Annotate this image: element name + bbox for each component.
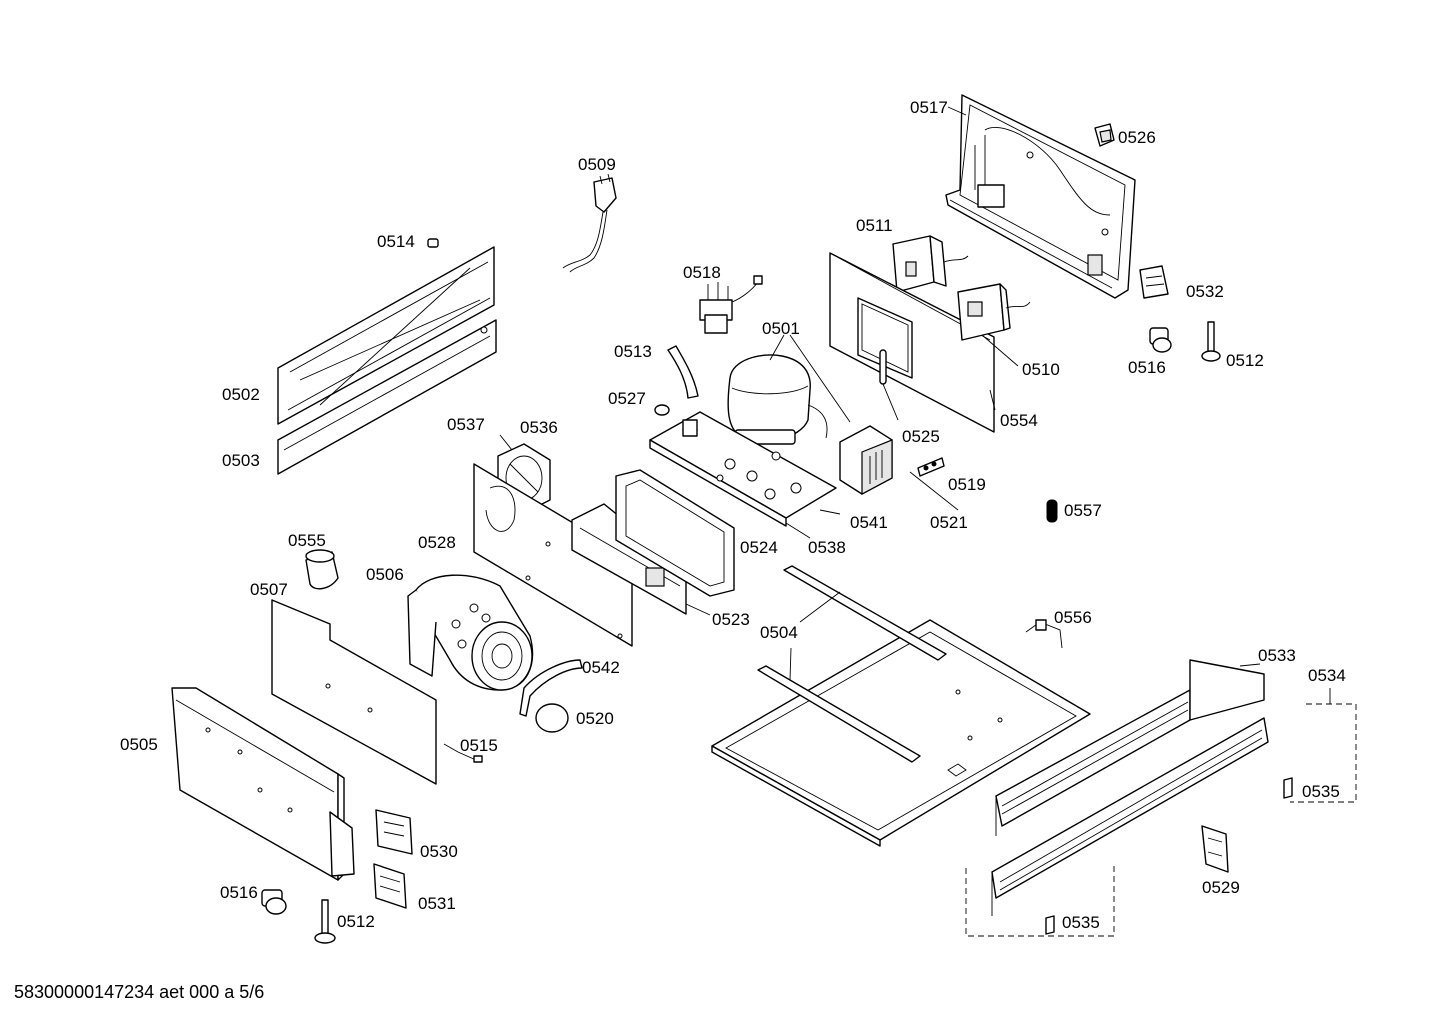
label-0514: 0514 <box>377 232 415 251</box>
label-0502: 0502 <box>222 385 260 404</box>
label-0557: 0557 <box>1064 501 1102 520</box>
part-0519-terminal <box>917 457 945 477</box>
part-0531-bracket <box>373 863 407 909</box>
label-0542: 0542 <box>582 658 620 677</box>
part-0507-panel <box>271 599 437 785</box>
label-0537: 0537 <box>447 415 485 434</box>
label-0517: 0517 <box>910 98 948 117</box>
part-0514-cap <box>427 238 439 248</box>
part-0530-bracket <box>375 809 413 855</box>
label-0519: 0519 <box>948 475 986 494</box>
label-0525: 0525 <box>902 427 940 446</box>
label-0536: 0536 <box>520 418 558 437</box>
label-0510: 0510 <box>1022 360 1060 379</box>
part-0503-strip <box>277 319 497 475</box>
label-0523: 0523 <box>712 610 750 629</box>
label-0555: 0555 <box>288 531 326 550</box>
label-0513: 0513 <box>614 342 652 361</box>
label-0531: 0531 <box>418 894 456 913</box>
part-0513-tube <box>667 345 699 399</box>
part-0512-screw-bottom <box>314 899 336 944</box>
label-0527: 0527 <box>608 389 646 408</box>
label-0528: 0528 <box>418 533 456 552</box>
part-0556-bracket <box>1025 619 1063 649</box>
part-0502-panel <box>277 246 495 425</box>
part-0527-grommet <box>654 404 670 416</box>
label-0504: 0504 <box>760 623 798 642</box>
part-0525-sensor <box>879 349 899 421</box>
label-0524: 0524 <box>740 538 778 557</box>
label-0535-bottom: 0535 <box>1062 913 1100 932</box>
part-0521-control-box <box>839 425 893 495</box>
label-0506: 0506 <box>366 565 404 584</box>
label-0509: 0509 <box>578 155 616 174</box>
part-0511-relay-box <box>892 235 969 293</box>
part-0501-compressor <box>727 354 828 445</box>
label-0533: 0533 <box>1258 646 1296 665</box>
label-0530: 0530 <box>420 842 458 861</box>
part-0512-screw-top <box>1201 321 1221 362</box>
part-0524-frame <box>615 469 735 597</box>
label-0554: 0554 <box>1000 411 1038 430</box>
label-0511: 0511 <box>856 216 893 235</box>
label-0538: 0538 <box>808 538 846 557</box>
part-0533-grille <box>995 659 1265 836</box>
part-0518-starter <box>699 275 763 334</box>
label-0512-top: 0512 <box>1226 351 1264 370</box>
part-0523-tray <box>571 503 711 616</box>
label-0515: 0515 <box>460 736 498 755</box>
label-0505: 0505 <box>120 735 158 754</box>
part-0509-power-cord <box>562 173 617 273</box>
part-0506-fan-housing <box>407 574 534 691</box>
part-0555-canister <box>305 549 339 590</box>
part-0557-cylinder <box>1046 499 1058 523</box>
label-0503: 0503 <box>222 451 260 470</box>
part-0505-chassis <box>171 687 355 881</box>
part-0517-rear-frame <box>945 94 1136 299</box>
label-0535-right: 0535 <box>1302 782 1340 801</box>
label-0501: 0501 <box>762 319 800 338</box>
label-0520: 0520 <box>576 709 614 728</box>
label-0532: 0532 <box>1186 282 1224 301</box>
drawing-reference: 58300000147234 aet 000 a 5/6 <box>14 982 264 1002</box>
label-0526: 0526 <box>1118 128 1156 147</box>
part-0516-castor-top <box>1149 327 1172 353</box>
label-0516-top: 0516 <box>1128 358 1166 377</box>
label-0556: 0556 <box>1054 608 1092 627</box>
part-0504-base-pan <box>711 565 1091 847</box>
part-0538-base-plate <box>649 411 837 527</box>
label-0529: 0529 <box>1202 878 1240 897</box>
part-0534-group <box>965 703 1357 937</box>
part-0515-wire <box>443 743 483 763</box>
part-0535-clip-b <box>1045 915 1055 935</box>
label-0516-bottom: 0516 <box>220 883 258 902</box>
callout-labels: 0517 0526 0509 0514 0511 0518 0532 0501 … <box>120 98 1346 932</box>
part-0542-bracket <box>519 659 583 717</box>
label-0521: 0521 <box>930 513 968 532</box>
leader-lines <box>499 106 1331 704</box>
part-0529-bracket <box>1201 825 1229 873</box>
label-0518: 0518 <box>683 263 721 282</box>
part-0532-bracket <box>1139 265 1169 299</box>
part-0516-castor-bottom <box>261 889 287 915</box>
part-0520-disk <box>535 703 569 733</box>
label-0507: 0507 <box>250 580 288 599</box>
part-0535-clip-a <box>1283 777 1293 799</box>
part-0526-clip <box>1094 123 1115 147</box>
label-0512-bottom: 0512 <box>337 912 375 931</box>
part-0510-transformer <box>957 283 1031 341</box>
label-0541: 0541 <box>850 513 888 532</box>
label-0534: 0534 <box>1308 666 1346 685</box>
